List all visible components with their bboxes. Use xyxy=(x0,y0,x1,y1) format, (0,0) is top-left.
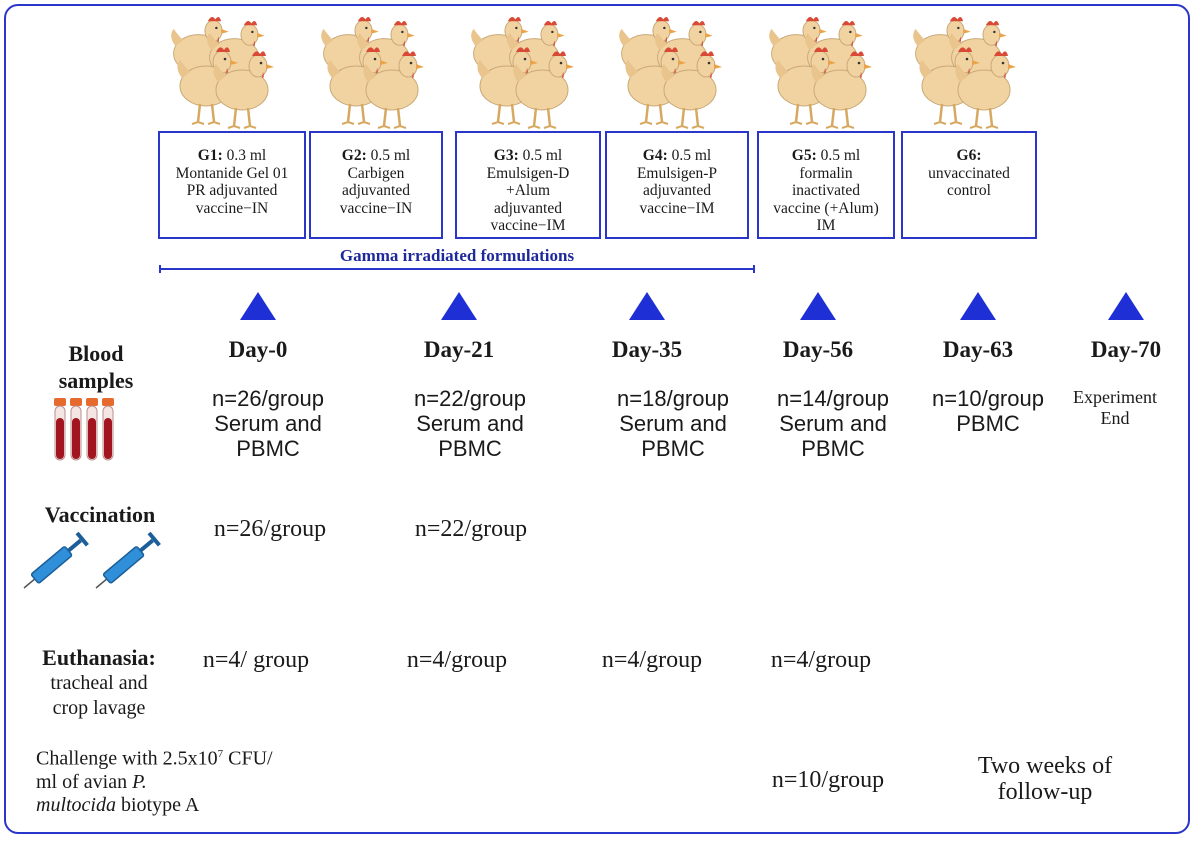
hens-icon xyxy=(610,8,730,130)
hens-icon xyxy=(462,8,582,130)
group-box-g5: G5: 0.5 ml formalin inactivated vaccine … xyxy=(757,131,895,239)
euthanasia-cell-day0: n=4/ group xyxy=(202,647,310,673)
timeline-triangle xyxy=(240,292,276,320)
euthanasia-label: Euthanasia: tracheal and crop lavage xyxy=(24,645,174,721)
followup-text: Two weeks of follow-up xyxy=(977,753,1113,805)
euthanasia-cell-day56: n=4/group xyxy=(770,647,872,673)
challenge-cell-day56: n=10/group xyxy=(771,767,885,793)
challenge-line3: multocida biotype A xyxy=(36,793,200,816)
day-35-label: Day-35 xyxy=(611,337,683,362)
gamma-bracket xyxy=(159,265,755,273)
challenge-line2: ml of avian P. xyxy=(36,770,147,793)
vaccination-cell-day21: n=22/group xyxy=(414,516,528,542)
gamma-label: Gamma irradiated formulations xyxy=(339,246,575,265)
hens-icon xyxy=(162,8,282,130)
group-text: 0.5 ml Emulsigen-P adjuvanted vaccine−IM xyxy=(636,147,718,217)
challenge-label: Challenge with 2.5x107 CFU/ ml of avian … xyxy=(36,743,336,817)
vaccination-label: Vaccination xyxy=(44,502,156,527)
hens-icon xyxy=(904,8,1024,130)
vaccination-cell-day0: n=26/group xyxy=(213,516,327,542)
syringe-icon xyxy=(23,531,161,589)
day-21-label: Day-21 xyxy=(423,337,495,362)
timeline-triangle xyxy=(800,292,836,320)
timeline-triangle xyxy=(1108,292,1144,320)
timeline-triangle xyxy=(629,292,665,320)
blood-cell-day35: n=18/group Serum and PBMC xyxy=(617,386,729,461)
day-0-label: Day-0 xyxy=(228,337,288,362)
hens-icon xyxy=(760,8,880,130)
timeline-triangle xyxy=(960,292,996,320)
blood-cell-day63: n=10/group PBMC xyxy=(932,386,1044,436)
day-56-label: Day-56 xyxy=(782,337,854,362)
experiment-end-text: Experiment End xyxy=(1073,387,1157,428)
blood-cell-day0: n=26/group Serum and PBMC xyxy=(212,386,324,461)
euthanasia-cell-day21: n=4/group xyxy=(406,647,508,673)
diagram-frame xyxy=(4,4,1190,834)
group-text: 0.5 ml Carbigen adjuvanted vaccine−IN xyxy=(339,147,413,217)
challenge-line1: Challenge with 2.5x107 CFU/ xyxy=(36,747,273,770)
day-70-label: Day-70 xyxy=(1090,337,1162,362)
euthanasia-subtitle: tracheal and crop lavage xyxy=(50,672,148,719)
euthanasia-title: Euthanasia: xyxy=(42,645,156,670)
group-text: unvaccinated control xyxy=(928,164,1010,199)
timeline-triangle xyxy=(441,292,477,320)
group-box-g2: G2: 0.5 ml Carbigen adjuvanted vaccine−I… xyxy=(309,131,443,239)
group-box-g3: G3: 0.5 ml Emulsigen-D +Alum adjuvanted … xyxy=(455,131,601,239)
blood-cell-day56: n=14/group Serum and PBMC xyxy=(777,386,889,461)
group-box-g4: G4: 0.5 ml Emulsigen-P adjuvanted vaccin… xyxy=(605,131,749,239)
group-box-g1: G1: 0.3 ml Montanide Gel 01 PR adjuvante… xyxy=(158,131,306,239)
blood-tubes-icon xyxy=(54,398,114,461)
blood-samples-label: Blood samples xyxy=(58,341,134,393)
group-text: 0.3 ml Montanide Gel 01 PR adjuvanted va… xyxy=(175,147,289,217)
group-text: 0.5 ml formalin inactivated vaccine (+Al… xyxy=(773,147,879,234)
euthanasia-cell-day35: n=4/group xyxy=(601,647,703,673)
day-63-label: Day-63 xyxy=(942,337,1014,362)
hens-icon xyxy=(312,8,432,130)
group-text: 0.5 ml Emulsigen-D +Alum adjuvanted vacc… xyxy=(486,147,570,234)
blood-cell-day21: n=22/group Serum and PBMC xyxy=(414,386,526,461)
group-box-g6: G6: unvaccinated control xyxy=(901,131,1037,239)
